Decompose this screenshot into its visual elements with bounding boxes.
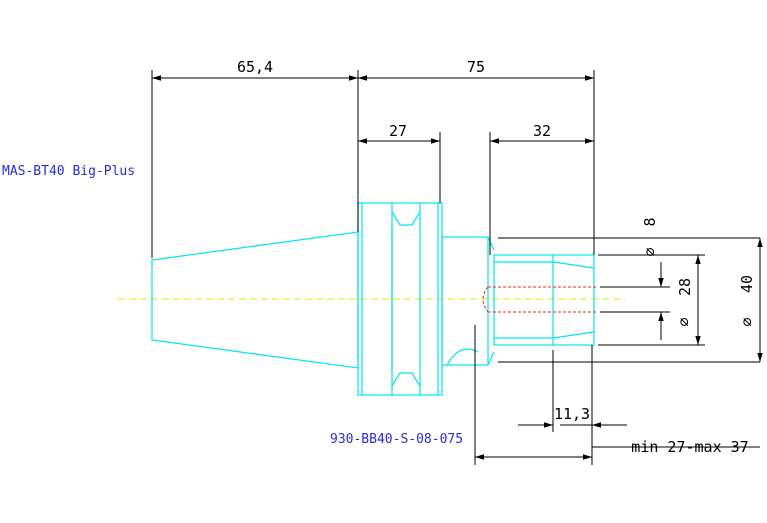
holder-type-label: MAS-BT40 Big-Plus: [2, 164, 135, 179]
dim-overall-length: 75: [467, 58, 485, 76]
dim-body-diameter: 40: [738, 275, 756, 293]
dim-gauge-length: 65,4: [237, 58, 273, 76]
drive-slot: [446, 348, 479, 366]
dim-inner-length: 11,3: [554, 405, 590, 423]
extension-lines: [151, 70, 760, 465]
dim-flange-length: 27: [389, 122, 407, 140]
dim-clamping-range: min 27-max 37: [631, 438, 748, 456]
dia-symbol-bore: ⌀: [641, 247, 659, 256]
dim-nose-length: 32: [533, 122, 551, 140]
inner-bore: [482, 286, 598, 313]
neck: [441, 236, 489, 366]
dim-nose-diameter: 28: [676, 278, 694, 296]
dim-bore-diameter: 8: [641, 217, 659, 226]
tool-holder-outline: [151, 202, 595, 396]
dia-symbol-body: ⌀: [738, 317, 756, 326]
part-number-label: 930-BB40-S-08-075: [330, 432, 463, 447]
dia-symbol-bore-lower: ⌀: [675, 317, 693, 326]
taper-shank: [151, 231, 359, 369]
dimension-lines: [152, 75, 763, 460]
nose: [493, 254, 595, 346]
